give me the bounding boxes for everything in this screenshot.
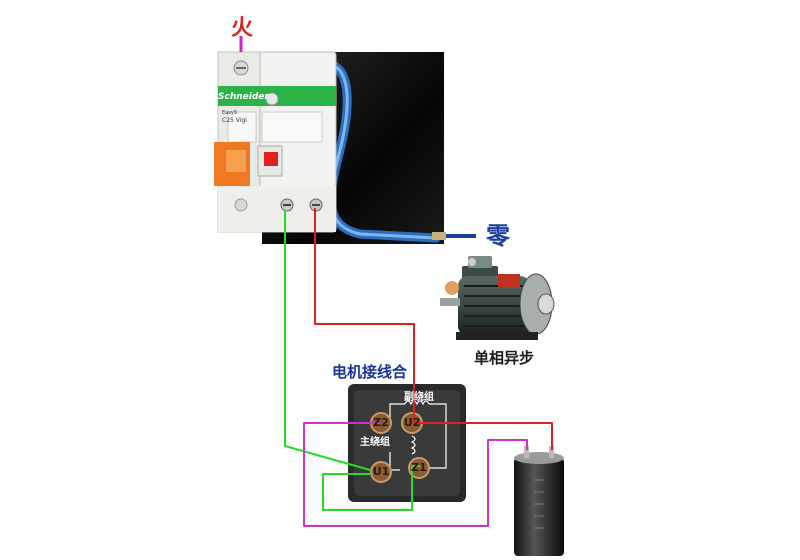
breaker-series: Easy9 [222,110,237,116]
capacitor [514,446,564,556]
green-jumper [322,465,420,511]
single-phase-motor [440,256,555,340]
terminal-u1: U1 [372,465,390,478]
neutral-label: 零 [486,222,510,250]
terminal-u2: U2 [403,416,421,429]
main-winding-label: 主绕组 [360,437,390,448]
magenta-wire [303,422,528,527]
motor-label: 单相异步 [474,349,535,367]
neutral-cable-tip [432,232,446,240]
live-label: 火 [231,16,254,41]
wires [284,208,553,527]
motor-junction-box [348,384,466,502]
neutral-cable-highlight [328,62,438,240]
green-wire [284,210,371,471]
terminal-z2: Z2 [373,416,389,429]
breaker-brand: Schneider [218,92,269,102]
junction-box-title: 电机接线合 [332,363,408,381]
red-wire [314,208,415,423]
aux-winding-label: 副绕组 [404,392,434,403]
terminal-z1: Z1 [411,461,427,474]
red-wire-capacitor [414,422,553,450]
breaker-rating: C25 Vigi [222,117,247,124]
circuit-breaker [214,51,337,233]
